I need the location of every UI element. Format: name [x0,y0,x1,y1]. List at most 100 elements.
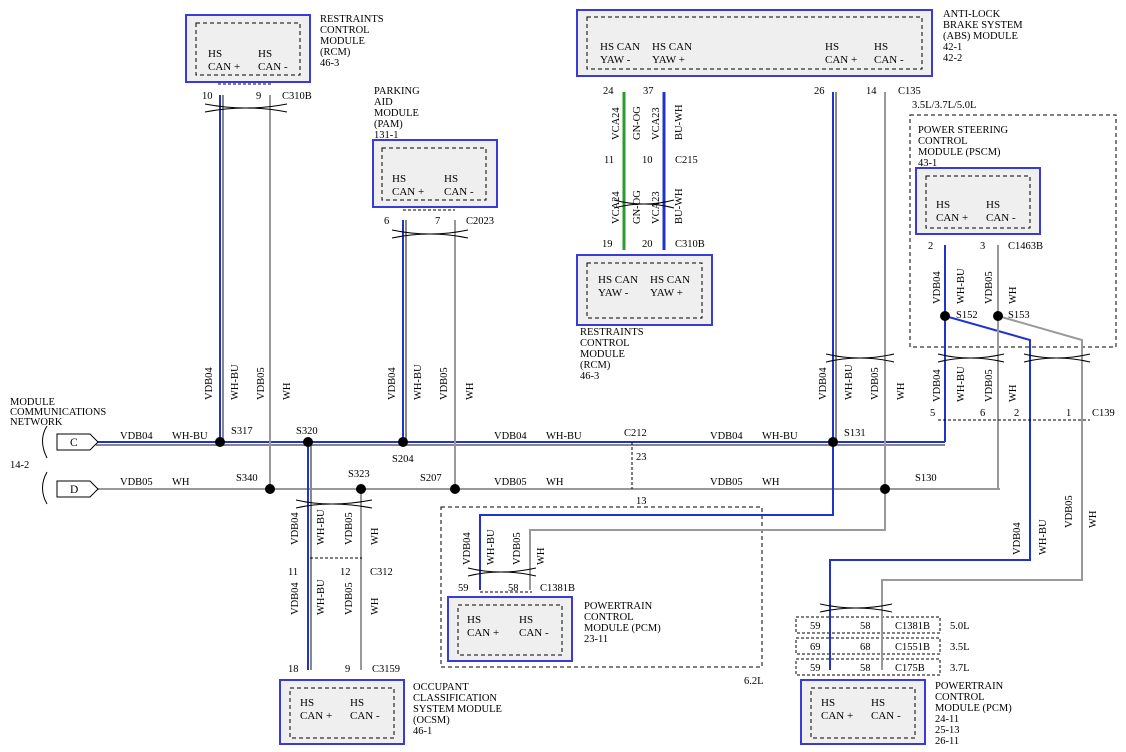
svg-text:CAN -: CAN - [519,627,549,639]
svg-text:CAN +: CAN + [392,186,424,198]
svg-text:HS: HS [874,41,888,53]
svg-text:42-1: 42-1 [943,42,962,53]
svg-text:WH-BU: WH-BU [762,431,798,442]
svg-text:68: 68 [860,642,871,653]
svg-text:MODULE: MODULE [320,36,365,47]
svg-text:WH-BU: WH-BU [230,364,241,400]
svg-text:YAW +: YAW + [652,54,685,66]
connector-dashes [218,83,1090,593]
ocsm-module: HS CAN + HS CAN - [279,679,405,745]
svg-text:10: 10 [202,91,213,102]
svg-text:C3159: C3159 [372,664,400,675]
svg-text:S152: S152 [956,310,978,321]
svg-text:WH: WH [1088,510,1099,528]
svg-text:S207: S207 [420,473,442,484]
svg-text:HS: HS [300,697,314,709]
svg-text:VDB04: VDB04 [290,582,301,615]
svg-text:WH-BU: WH-BU [956,268,967,304]
svg-text:59: 59 [810,663,821,674]
svg-text:VDB04: VDB04 [1012,522,1023,555]
svg-text:3: 3 [980,241,985,252]
svg-text:HS: HS [986,199,1000,211]
svg-text:CONTROL: CONTROL [580,338,630,349]
svg-text:YAW +: YAW + [650,287,683,299]
svg-text:VDB05: VDB05 [710,477,743,488]
svg-text:VDB05: VDB05 [344,512,355,545]
svg-text:OCCUPANT: OCCUPANT [413,682,469,693]
svg-text:WH: WH [546,477,564,488]
svg-text:VDB04: VDB04 [290,512,301,545]
svg-text:ANTI-LOCK: ANTI-LOCK [943,9,1001,20]
svg-text:S130: S130 [915,473,937,484]
svg-text:CAN +: CAN + [825,54,857,66]
svg-text:C175B: C175B [895,663,925,674]
svg-text:S323: S323 [348,469,370,480]
twist-markers [204,103,1091,613]
svg-text:25-13: 25-13 [935,725,960,736]
pcm-bottom-module: HS CAN + HS CAN - [800,679,926,745]
svg-text:58: 58 [860,621,871,632]
svg-text:WH-BU: WH-BU [413,364,424,400]
svg-text:WH: WH [536,547,547,565]
pam-module: HS CAN + HS CAN - [372,139,498,208]
svg-text:HS: HS [392,173,406,185]
svg-text:VDB05: VDB05 [984,369,995,402]
svg-text:HS CAN: HS CAN [652,41,692,53]
svg-text:WH-BU: WH-BU [316,579,327,615]
svg-text:CONTROL: CONTROL [918,136,968,147]
svg-text:CAN -: CAN - [871,710,901,722]
svg-text:26-11: 26-11 [935,736,959,747]
svg-text:POWERTRAIN: POWERTRAIN [584,601,653,612]
svg-text:11: 11 [288,567,298,578]
network-ref: 14-2 [10,460,29,471]
svg-text:VDB04: VDB04 [932,271,943,304]
svg-text:VDB04: VDB04 [932,369,943,402]
svg-text:11: 11 [604,155,614,166]
svg-text:S317: S317 [231,426,253,437]
svg-text:43-1: 43-1 [918,158,937,169]
svg-text:(OCSM): (OCSM) [413,715,450,726]
svg-text:WH: WH [370,527,381,545]
svg-text:WH: WH [896,382,907,400]
svg-text:HS: HS [825,41,839,53]
svg-text:C1551B: C1551B [895,642,930,653]
svg-text:CAN +: CAN + [821,710,853,722]
svg-text:YAW -: YAW - [600,54,631,66]
svg-text:VDB04: VDB04 [120,431,153,442]
svg-text:WH-BU: WH-BU [486,529,497,565]
svg-text:VDB05: VDB05 [439,367,450,400]
svg-text:3.7L: 3.7L [950,663,970,674]
svg-text:VCA23: VCA23 [651,191,662,224]
svg-text:HS: HS [350,697,364,709]
svg-text:MODULE (PCM): MODULE (PCM) [935,703,1012,714]
rcm-top-pin-minus-label: HS [258,48,272,60]
svg-text:131-1: 131-1 [374,130,399,141]
svg-text:HS CAN: HS CAN [598,274,638,286]
svg-text:CAN -: CAN - [444,186,474,198]
svg-text:BU-WH: BU-WH [674,104,685,140]
svg-text:26: 26 [814,86,825,97]
svg-text:WH-BU: WH-BU [546,431,582,442]
pcm-62-caption: POWERTRAIN CONTROL MODULE (PCM) 23-11 [584,601,661,645]
rcm-mid-module: HS CAN YAW - HS CAN YAW + [576,254,713,326]
svg-text:HS CAN: HS CAN [600,41,640,53]
svg-text:CAN +: CAN + [300,710,332,722]
rcm-top-pin-plus-label2: CAN + [208,61,240,73]
svg-text:WH-BU: WH-BU [172,431,208,442]
svg-text:VDB05: VDB05 [984,271,995,304]
svg-text:WH: WH [1008,384,1019,402]
rcm-top-pin-plus-label: HS [208,48,222,60]
svg-text:C215: C215 [675,155,698,166]
svg-text:WH-BU: WH-BU [1038,519,1049,555]
svg-text:WH: WH [370,597,381,615]
svg-text:(RCM): (RCM) [580,360,611,371]
svg-text:HS: HS [871,697,885,709]
splice-labels: S317 S320 S340 S323 S204 S207 S131 S130 … [231,310,1030,484]
svg-text:RESTRAINTS: RESTRAINTS [580,327,644,338]
svg-text:CONTROL: CONTROL [320,25,370,36]
svg-text:(RCM): (RCM) [320,47,351,58]
pcm-62-variant-box [440,506,763,668]
network-title-1: MODULE [10,397,55,408]
svg-text:5: 5 [930,408,935,419]
